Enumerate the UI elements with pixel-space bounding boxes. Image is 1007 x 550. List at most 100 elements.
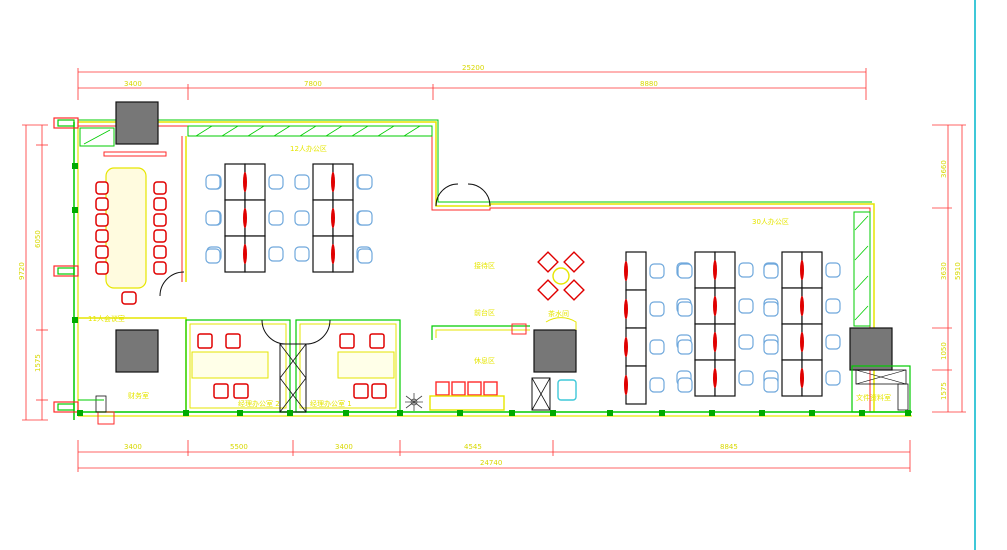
desk [332,163,354,201]
wall-marker [809,410,815,416]
conference-table [105,167,147,289]
desk [781,251,803,289]
room-label-rest-area: 休息区 [474,356,495,365]
left-dimension-lines [22,124,48,421]
chair-icon [763,263,779,279]
chair-icon [268,210,284,226]
wall-marker [659,410,665,416]
chair-icon [738,262,754,278]
chair-icon [153,261,167,275]
desk [224,199,246,237]
chair-icon [738,370,754,386]
chair-icon [649,263,665,279]
room-label-manager-a: 经理办公室 2 [238,399,280,408]
desk [625,327,647,367]
left-dimension-2: 1575 [34,354,42,372]
top-dimension-lines [77,68,867,100]
chair-icon [153,229,167,243]
chair-icon [268,174,284,190]
desk [244,163,266,201]
chair-icon [153,197,167,211]
desk [714,323,736,361]
bottom-total-dimension: 24740 [480,459,502,467]
desk [312,199,334,237]
wall-marker [905,410,911,416]
desk-divider [713,296,717,316]
desk-divider [713,368,717,388]
finance-door [78,395,115,425]
top-dimension-2: 7800 [304,80,322,88]
right-dimension-2: 3630 [940,262,948,280]
left-total-dimension: 9720 [18,262,26,280]
right-total-dimension: 5910 [954,262,962,280]
chair-icon [677,263,693,279]
chair-icon [763,339,779,355]
desk [312,163,334,201]
desk [781,287,803,325]
left-dimension-1: 6050 [34,230,42,248]
left-window-frames [53,117,79,413]
chair-icon [153,213,167,227]
desk-divider [624,299,628,319]
chair-icon [95,261,109,275]
desk-divider [713,332,717,352]
chair-icon [357,174,373,190]
desk-divider [331,244,335,264]
wall-marker [237,410,243,416]
manager-chairs [197,333,387,399]
column [115,329,159,373]
top-dimension-3: 8880 [640,80,658,88]
right-dimension-lines [932,124,966,413]
chair-icon [763,301,779,317]
chair-icon [825,262,841,278]
chair-icon [738,298,754,314]
column [849,327,893,371]
wall-marker [759,410,765,416]
projection-screen [103,151,167,157]
desk-divider [624,375,628,395]
desk [801,251,823,289]
desk-divider [243,172,247,192]
chair-icon [95,197,109,211]
desk [801,287,823,325]
chair-icon [205,248,221,264]
desk-divider [800,332,804,352]
desk [801,323,823,361]
front-desk [431,323,530,340]
chair-icon [95,229,109,243]
wall-marker [607,410,613,416]
wall-marker [509,410,515,416]
wall-marker [550,410,556,416]
chair-icon [268,246,284,262]
chair-icon [121,291,137,305]
wall-marker [343,410,349,416]
desk [694,251,716,289]
chair-icon [294,174,310,190]
desk-divider [713,260,717,280]
desk [781,323,803,361]
desk-divider [331,208,335,228]
bottom-dimension-3: 3400 [335,443,353,451]
right-dimension-3: 1050 [940,342,948,360]
conference-room [78,136,187,412]
desk [714,251,736,289]
desk-divider [624,337,628,357]
conference-chairs [95,181,167,305]
right-dimension-1: 3660 [940,160,948,178]
desk [332,235,354,273]
desk [625,365,647,405]
office-desks-30 [624,251,841,405]
desk-divider [624,261,628,281]
column [115,101,159,145]
desk [625,251,647,291]
room-label-finance: 财务室 [128,391,149,400]
chair-icon [357,210,373,226]
chair-icon [153,245,167,259]
manager-offices [185,319,401,413]
chair-icon [677,301,693,317]
chair-icon [825,370,841,386]
wall-marker [72,317,78,323]
chair-icon [649,377,665,393]
desk [244,235,266,273]
